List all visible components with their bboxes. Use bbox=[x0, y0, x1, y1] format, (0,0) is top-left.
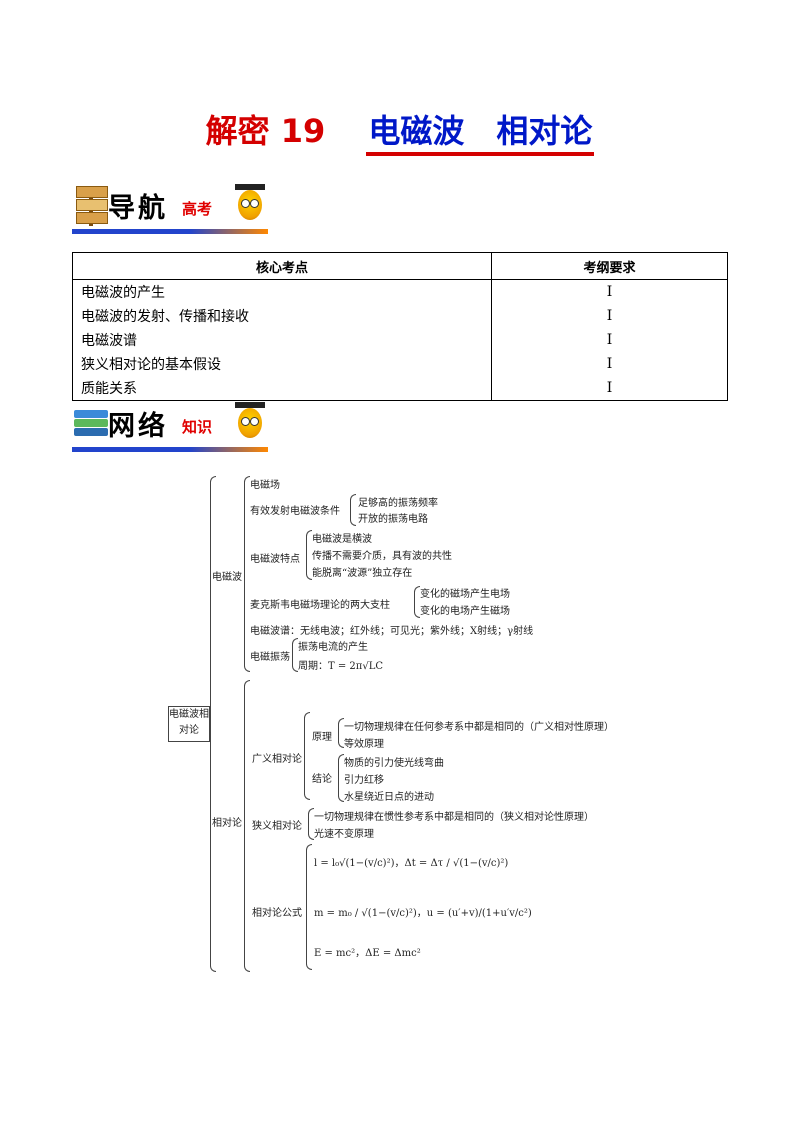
title-part-2: 电磁波 相对论 bbox=[366, 112, 595, 156]
maxwell-pillar-1: 变化的磁场产生电场 bbox=[420, 589, 510, 600]
mindmap-root: 电磁波相对论 bbox=[168, 706, 210, 742]
req-cell: I bbox=[491, 376, 728, 401]
osc-period-formula: 周期：T = 2π√LC bbox=[298, 661, 384, 672]
special-relativity-node: 狭义相对论 bbox=[252, 821, 302, 832]
badge-sub-text: 高考 bbox=[182, 200, 213, 218]
maxwell-pillar-2: 变化的电场产生磁场 bbox=[420, 606, 510, 617]
network-knowledge-badge: 网络 知识 bbox=[72, 398, 268, 452]
req-cell: I bbox=[491, 304, 728, 328]
formula-length-time: l = l₀√(1−(v/c)²)，Δt = Δτ / √(1−(v/c)²) bbox=[314, 858, 509, 869]
em-traits-node: 电磁波特点 bbox=[250, 554, 300, 565]
relativity-label: 相对论 bbox=[212, 818, 242, 829]
special-postulate-1: 一切物理规律在惯性参考系中都是相同的（狭义相对论性原理） bbox=[314, 812, 594, 823]
em-trait-2: 传播不需要介质，具有波的共性 bbox=[312, 551, 452, 562]
special-postulate-2: 光速不变原理 bbox=[314, 829, 374, 840]
books-icon bbox=[74, 404, 110, 444]
em-field-node: 电磁场 bbox=[250, 480, 280, 491]
header-requirement: 考纲要求 bbox=[491, 252, 728, 280]
knowledge-mindmap: 电磁波相对论 电磁波 电磁场 有效发射电磁波条件 足够高的振荡频率 开放的振荡电… bbox=[168, 474, 648, 974]
title-part-1: 解密 19 bbox=[205, 112, 326, 150]
nav-exam-badge: 导航 高考 bbox=[72, 180, 268, 234]
em-trait-1: 电磁波是横波 bbox=[312, 534, 372, 545]
inference-2: 引力红移 bbox=[344, 775, 384, 786]
emit-condition-1: 足够高的振荡频率 bbox=[358, 498, 438, 509]
topic-cell: 狭义相对论的基本假设 bbox=[72, 352, 492, 376]
general-principle-2: 等效原理 bbox=[344, 739, 384, 750]
owl-mascot-icon bbox=[235, 184, 265, 220]
em-spectrum-node: 电磁波谱：无线电波；红外线；可见光；紫外线；X射线；γ射线 bbox=[250, 626, 534, 637]
general-relativity-node: 广义相对论 bbox=[252, 754, 302, 765]
badge-main-text: 导航 bbox=[108, 193, 168, 224]
signpost-icon bbox=[76, 182, 108, 226]
osc-item-1: 振荡电流的产生 bbox=[298, 642, 368, 653]
req-cell: I bbox=[491, 352, 728, 376]
topic-cell: 电磁波谱 bbox=[72, 328, 492, 352]
inference-1: 物质的引力使光线弯曲 bbox=[344, 758, 444, 769]
page-title: 解密 19 电磁波 相对论 bbox=[0, 106, 800, 156]
general-principle-1: 一切物理规律在任何参考系中都是相同的（广义相对性原理） bbox=[344, 722, 614, 733]
emit-condition-node: 有效发射电磁波条件 bbox=[250, 506, 340, 517]
formula-energy: E = mc²，ΔE = Δmc² bbox=[314, 948, 421, 959]
topic-cell: 质能关系 bbox=[72, 376, 492, 401]
formula-mass-velocity: m = m₀ / √(1−(v/c)²)，u = (u′+v)/(1+u′v/c… bbox=[314, 908, 532, 919]
relativity-formulas-node: 相对论公式 bbox=[252, 908, 302, 919]
em-wave-label: 电磁波 bbox=[212, 572, 242, 583]
topic-cell: 电磁波的发射、传播和接收 bbox=[72, 304, 492, 328]
em-oscillation-node: 电磁振荡 bbox=[250, 652, 290, 663]
req-cell: I bbox=[491, 279, 728, 304]
badge-main-text: 网络 bbox=[108, 411, 168, 442]
inference-node: 结论 bbox=[312, 774, 332, 785]
emit-condition-2: 开放的振荡电路 bbox=[358, 514, 428, 525]
principle-node: 原理 bbox=[312, 732, 332, 743]
owl-mascot-icon bbox=[235, 402, 265, 438]
topic-cell: 电磁波的产生 bbox=[72, 279, 492, 304]
em-trait-3: 能脱离“波源”独立存在 bbox=[312, 568, 413, 579]
header-core-points: 核心考点 bbox=[72, 252, 492, 280]
maxwell-node: 麦克斯韦电磁场理论的两大支柱 bbox=[250, 600, 390, 611]
badge-sub-text: 知识 bbox=[182, 418, 213, 436]
req-cell: I bbox=[491, 328, 728, 352]
inference-3: 水星绕近日点的进动 bbox=[344, 792, 434, 803]
